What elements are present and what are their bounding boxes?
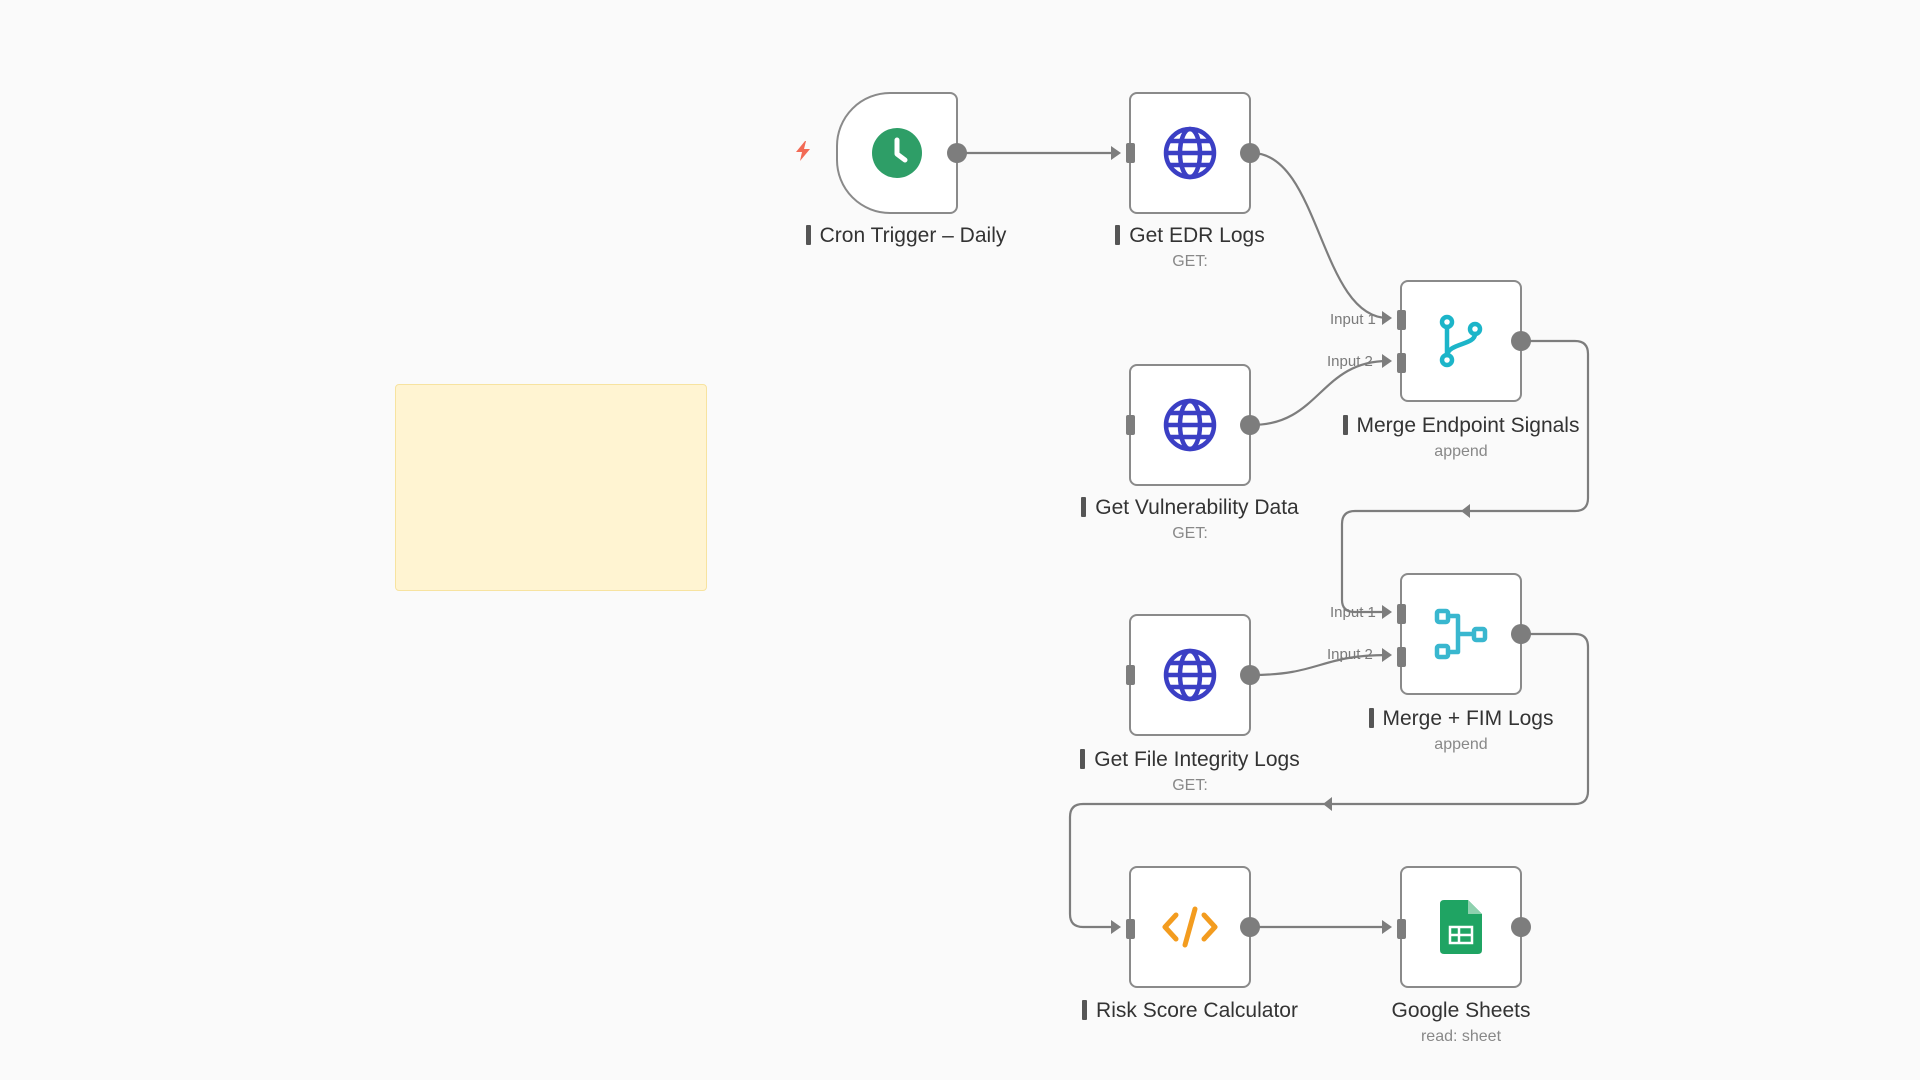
node-label-group: Risk Score Calculator	[1030, 998, 1350, 1024]
input-1-label: Input 1	[1330, 604, 1376, 621]
input-port-1[interactable]	[1397, 604, 1406, 624]
node-title: Merge Endpoint Signals	[1301, 413, 1621, 439]
arrow-head	[1382, 648, 1392, 662]
input-1-label: Input 1	[1330, 311, 1376, 328]
node-title: Cron Trigger – Daily	[746, 223, 1066, 249]
output-port[interactable]	[1511, 917, 1531, 937]
flow-direction-arrow	[1461, 504, 1470, 518]
output-port[interactable]	[1240, 415, 1260, 435]
connection-fim-merge2	[1251, 653, 1389, 677]
node-get-file-integrity-logs[interactable]	[1126, 614, 1260, 736]
flow-merge-icon	[1434, 608, 1488, 660]
node-label-group: Merge + FIM Logs append	[1301, 706, 1621, 754]
node-subtitle: GET:	[1172, 525, 1208, 542]
output-port[interactable]	[1240, 665, 1260, 685]
arrow-head	[1111, 146, 1121, 160]
node-merge-fim-logs[interactable]	[1397, 573, 1531, 695]
input-2-label: Input 2	[1327, 353, 1373, 370]
globe-icon	[1162, 125, 1218, 181]
node-label-group: Merge Endpoint Signals append	[1301, 413, 1621, 461]
input-port[interactable]	[1126, 919, 1135, 939]
google-sheets-icon	[1440, 900, 1482, 954]
output-port[interactable]	[1511, 624, 1531, 644]
node-label-group: Cron Trigger – Daily	[746, 223, 1066, 249]
output-port[interactable]	[947, 143, 967, 163]
input-port[interactable]	[1126, 665, 1135, 685]
input-port[interactable]	[1126, 415, 1135, 435]
input-2-label: Input 2	[1327, 646, 1373, 663]
globe-icon	[1162, 647, 1218, 703]
node-subtitle: read: sheet	[1420, 1028, 1502, 1045]
node-label-group: Get Vulnerability Data GET:	[1030, 495, 1350, 543]
arrow-head	[1382, 920, 1392, 934]
node-label-group: Get EDR Logs GET:	[1030, 223, 1350, 271]
trigger-bolt-icon	[796, 141, 810, 161]
node-title: Merge + FIM Logs	[1301, 706, 1621, 732]
sticky-note[interactable]	[395, 384, 707, 591]
clock-icon	[871, 127, 923, 179]
node-subtitle: GET:	[1172, 777, 1208, 794]
connection-edr-merge1	[1251, 151, 1389, 320]
branch-merge-icon	[1437, 313, 1485, 369]
node-cron-trigger[interactable]	[836, 92, 967, 214]
node-subtitle: GET:	[1172, 253, 1208, 270]
node-title: Get Vulnerability Data	[1030, 495, 1350, 521]
globe-icon	[1162, 397, 1218, 453]
arrow-head	[1382, 311, 1392, 325]
flow-direction-arrow	[1323, 797, 1332, 811]
output-port[interactable]	[1511, 331, 1531, 351]
node-get-edr-logs[interactable]	[1126, 92, 1260, 214]
node-merge-endpoint-signals[interactable]	[1397, 280, 1531, 402]
node-title: Get File Integrity Logs	[1030, 747, 1350, 773]
node-label-group: Get File Integrity Logs GET:	[1030, 747, 1350, 795]
output-port[interactable]	[1240, 917, 1260, 937]
input-port-1[interactable]	[1397, 310, 1406, 330]
input-port-2[interactable]	[1397, 353, 1406, 373]
code-icon	[1162, 905, 1218, 949]
output-port[interactable]	[1240, 143, 1260, 163]
arrow-head	[1382, 354, 1392, 368]
node-title: Risk Score Calculator	[1030, 998, 1350, 1024]
node-google-sheets[interactable]	[1397, 866, 1531, 988]
node-subtitle: append	[1434, 443, 1488, 460]
node-subtitle: append	[1434, 736, 1488, 753]
input-port[interactable]	[1126, 143, 1135, 163]
node-title: Get EDR Logs	[1030, 223, 1350, 249]
connection-vuln-merge1	[1251, 359, 1389, 427]
input-port-2[interactable]	[1397, 647, 1406, 667]
node-risk-score-calculator[interactable]	[1126, 866, 1260, 988]
node-label-group: Google Sheets read: sheet	[1301, 998, 1621, 1046]
arrow-head	[1382, 605, 1392, 619]
arrow-head	[1111, 920, 1121, 934]
input-port[interactable]	[1397, 919, 1406, 939]
node-get-vulnerability-data[interactable]	[1126, 364, 1260, 486]
node-title: Google Sheets	[1391, 999, 1531, 1022]
